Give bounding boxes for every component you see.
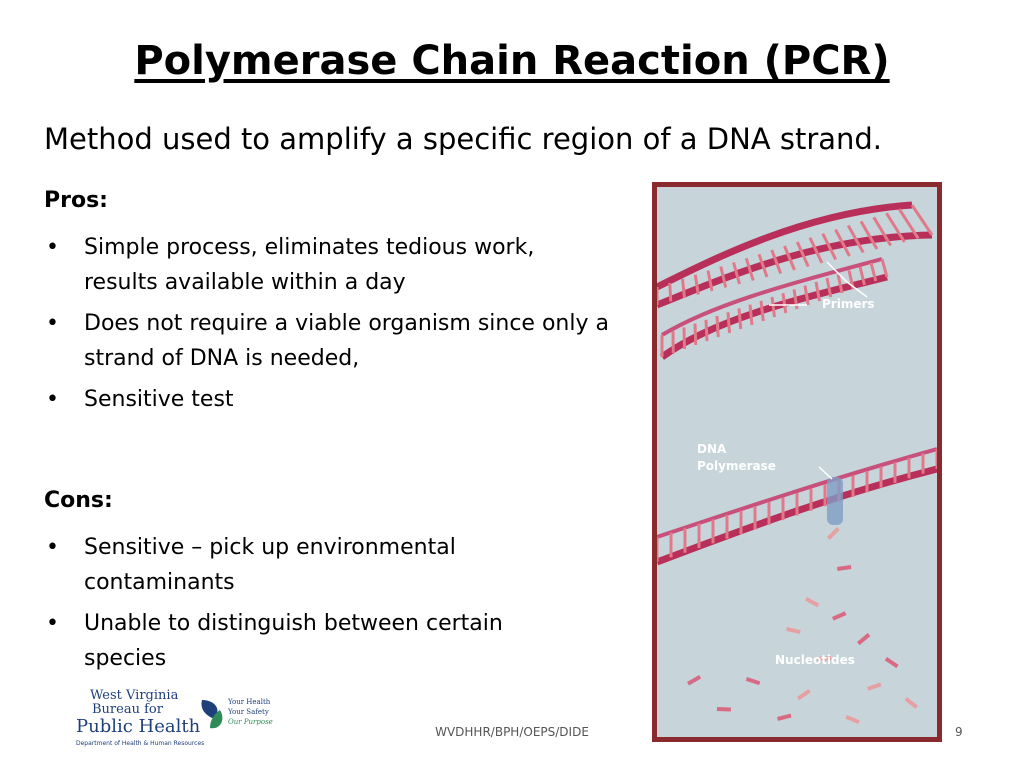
base-pair-rung	[834, 228, 851, 257]
pros-item-text: Sensitive test	[84, 387, 234, 412]
base-pair-rung	[808, 237, 824, 264]
base-pair-rung	[715, 315, 720, 338]
label-polymerase: Polymerase	[697, 459, 776, 473]
base-pair-rungs	[657, 204, 937, 562]
pros-item: • Does not require a viable organism sinc…	[44, 306, 614, 376]
logo-tag-2: Your Safety	[228, 708, 269, 716]
footer-text: WVDHHR/BPH/OEPS/DIDE	[435, 725, 589, 739]
base-pair-rung	[814, 281, 821, 302]
nucleotide	[837, 565, 852, 571]
nucleotide	[805, 596, 820, 608]
base-pair-rung	[748, 304, 754, 326]
base-pair-rung	[681, 278, 686, 299]
bullet-icon: •	[46, 387, 59, 412]
nucleotide	[777, 713, 792, 721]
nucleotide	[904, 697, 918, 709]
base-pair-rung	[726, 312, 731, 334]
base-pair-rung	[757, 253, 769, 278]
base-pair-rung	[744, 257, 755, 281]
nucleotide	[832, 611, 847, 621]
polymerase-shape	[827, 477, 843, 525]
cons-list: • Sensitive – pick up environmental conta…	[44, 530, 584, 682]
nucleotide	[817, 656, 832, 661]
base-pair-rung	[795, 241, 810, 268]
base-pair-rung	[770, 249, 783, 275]
bullet-icon: •	[46, 235, 59, 260]
wv-public-health-logo: West Virginia Bureau for Public Health D…	[76, 688, 286, 748]
slide-title: Polymerase Chain Reaction (PCR)	[134, 38, 890, 84]
nucleotide	[786, 627, 801, 635]
base-pair-rung	[770, 296, 776, 318]
base-pair-rung	[869, 262, 878, 282]
base-pair-rung	[737, 308, 743, 330]
base-pair-rung	[825, 277, 833, 298]
cons-heading: Cons:	[44, 488, 113, 513]
slide-subtitle: Method used to amplify a specific region…	[44, 122, 883, 156]
base-pair-rung	[682, 327, 686, 350]
cons-item-text: Unable to distinguish between certain sp…	[84, 611, 503, 671]
nucleotide	[687, 675, 702, 686]
base-pair-rung	[836, 273, 844, 294]
base-pair-rung	[859, 220, 879, 250]
page-number: 9	[955, 725, 963, 739]
base-pair-rung	[732, 261, 741, 285]
cons-item-text: Sensitive – pick up environmental contam…	[84, 535, 456, 595]
nucleotide	[867, 682, 882, 691]
nucleotide	[716, 707, 731, 712]
base-pair-rung	[781, 292, 788, 314]
bullet-icon: •	[46, 611, 59, 636]
label-dna: DNA	[697, 442, 727, 456]
cons-item: • Unable to distinguish between certain s…	[44, 606, 524, 676]
pros-heading: Pros:	[44, 188, 108, 213]
nucleotide	[857, 633, 871, 646]
base-pair-rung	[792, 289, 799, 310]
nucleotide	[826, 527, 840, 540]
base-pair-rung	[693, 274, 700, 295]
cons-item: • Sensitive – pick up environmental conta…	[44, 530, 564, 600]
base-pair-rung	[846, 224, 865, 254]
pros-item-text: Simple process, eliminates tedious work,…	[84, 235, 535, 295]
base-pair-rung	[693, 323, 698, 346]
leaf-icon	[201, 700, 223, 729]
nucleotide	[797, 688, 811, 701]
base-pair-rung	[704, 319, 709, 342]
free-nucleotides	[687, 527, 918, 725]
pros-item-text: Does not require a viable organism since…	[84, 311, 609, 371]
label-nucleotides: Nucleotides	[775, 653, 855, 667]
base-pair-rung	[858, 266, 866, 286]
base-pair-rung	[803, 285, 810, 306]
bullet-icon: •	[46, 535, 59, 560]
pros-item: • Sensitive test	[44, 382, 614, 417]
base-pair-rung	[897, 208, 920, 240]
nucleotide	[745, 677, 761, 686]
pcr-illustration: Primers DNA Polymerase Nucleotides	[652, 182, 942, 742]
pros-list: • Simple process, eliminates tedious work…	[44, 230, 614, 423]
pcr-diagram-svg	[657, 201, 937, 725]
base-pair-rung	[872, 216, 893, 247]
base-pair-rung	[783, 245, 796, 271]
logo-line-3: Public Health	[76, 716, 201, 737]
pros-item: • Simple process, eliminates tedious work…	[44, 230, 574, 300]
base-pair-rung	[910, 204, 934, 236]
nucleotide	[884, 657, 899, 669]
logo-tag-3: Our Purpose	[228, 718, 273, 726]
base-pair-rung	[719, 266, 728, 288]
nucleotide	[845, 715, 860, 725]
logo-line-4: Department of Health & Human Resources	[76, 740, 205, 747]
logo-line-1: West Virginia	[90, 688, 179, 703]
label-primers: Primers	[822, 297, 875, 311]
logo-tag-1: Your Health	[228, 698, 271, 706]
base-pair-rung	[821, 233, 838, 261]
bullet-icon: •	[46, 311, 59, 336]
base-pair-rung	[759, 300, 765, 322]
base-pair-rung	[880, 258, 889, 278]
primer-callout-lines	[769, 261, 868, 480]
base-pair-rung	[885, 212, 906, 243]
base-pair-rung	[668, 282, 673, 302]
logo-line-2: Bureau for	[92, 702, 163, 717]
base-pair-rung	[706, 270, 714, 292]
